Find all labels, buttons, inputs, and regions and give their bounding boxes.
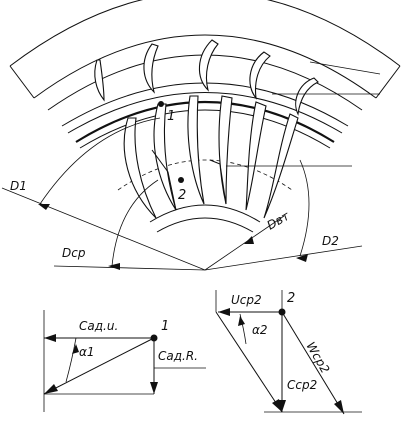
tri2-w-vector <box>281 311 345 415</box>
tri2-ccp-arrow <box>278 400 286 412</box>
dcp-arrow <box>108 263 120 270</box>
tri1-point-dot <box>150 334 158 342</box>
d1-label: D1 <box>10 179 27 193</box>
d1-arrow <box>38 204 50 210</box>
nozzle-blade <box>143 43 159 94</box>
inlet-velocity-triangle: Cад.u. α1 Cад.R. 1 <box>43 310 206 412</box>
dcp-arc <box>111 179 159 267</box>
dcp-radius-line <box>53 265 206 271</box>
mean-diameter-arc <box>117 159 293 191</box>
tri2-ccp-label: Ccp2 <box>287 378 317 392</box>
stage-section: 1 2 D1 Dcp Dвт D2 <box>1 0 401 271</box>
point-2-dot <box>178 177 184 183</box>
nozzle-blade <box>295 77 319 116</box>
point-1-label: 1 <box>167 109 175 124</box>
dbt-radius-line <box>204 215 285 271</box>
hub-arc-inner <box>156 217 254 233</box>
hub-arc <box>149 204 261 223</box>
tri2-alpha-arrow <box>238 316 245 326</box>
tri2-ucp-label: Ucp2 <box>231 293 262 307</box>
outlet-velocity-triangle: Ucp2 2 α2 Wcp2 Ccp2 <box>215 290 362 415</box>
sector-right-edge <box>375 65 401 99</box>
tri2-alpha-arc <box>239 313 247 345</box>
tri2-ucp-arrow <box>218 308 230 316</box>
rotor-blade <box>218 95 233 205</box>
d2-radius-line <box>204 245 363 271</box>
d2-arc <box>299 159 310 257</box>
dbt-label: Dвт <box>265 208 293 232</box>
rotor-blades <box>123 95 299 219</box>
rotor-outer-arc <box>75 101 335 143</box>
dbt-arrow <box>244 236 254 244</box>
tri1-car-label: Cад.R. <box>158 349 198 363</box>
tri2-point-label: 2 <box>287 291 295 306</box>
nozzle-blade <box>94 59 105 102</box>
blade-channel <box>209 159 227 205</box>
rotor-blade <box>245 101 267 211</box>
leader-line-1 <box>309 61 381 75</box>
tri2-alpha-label: α2 <box>252 323 268 337</box>
d1-radius-line <box>1 187 206 271</box>
tri2-w-arrow <box>334 400 344 414</box>
d2-arrow <box>296 254 308 262</box>
rotor-blade <box>187 95 205 205</box>
tri1-alpha-arc <box>65 337 77 383</box>
tri1-point-label: 1 <box>161 319 169 334</box>
rotor-outer-arc2 <box>79 109 331 149</box>
tri1-cau-arrow <box>44 334 56 342</box>
casing-inner-arc <box>33 34 377 99</box>
d2-label: D2 <box>322 234 339 248</box>
tri1-c1-vector <box>43 337 155 395</box>
nozzle-ring-inner2 <box>67 92 343 134</box>
d1-arc <box>39 117 161 205</box>
nozzle-blade <box>249 51 271 100</box>
sector-left-edge <box>9 65 35 99</box>
nozzle-blades <box>94 39 319 116</box>
rotor-blade <box>123 117 157 219</box>
point-2-label: 2 <box>178 188 186 203</box>
tri2-c-vector <box>215 311 283 413</box>
point-1-dot <box>158 101 164 107</box>
blade-channel <box>151 149 177 211</box>
tri1-c1-arrow <box>44 384 58 394</box>
tri1-cau-label: Cад.u. <box>79 319 118 333</box>
tri1-alpha-label: α1 <box>79 345 95 359</box>
tri1-car-arrow <box>150 382 158 394</box>
tri2-point-dot <box>278 308 286 316</box>
casing-outer-arc <box>9 0 401 67</box>
tri1-alpha-arrow <box>72 344 79 354</box>
tri2-c-arrow <box>272 399 282 412</box>
dcp-label: Dcp <box>62 246 86 260</box>
tri2-wcp-label: Wcp2 <box>303 340 332 376</box>
nozzle-blade <box>198 39 219 92</box>
